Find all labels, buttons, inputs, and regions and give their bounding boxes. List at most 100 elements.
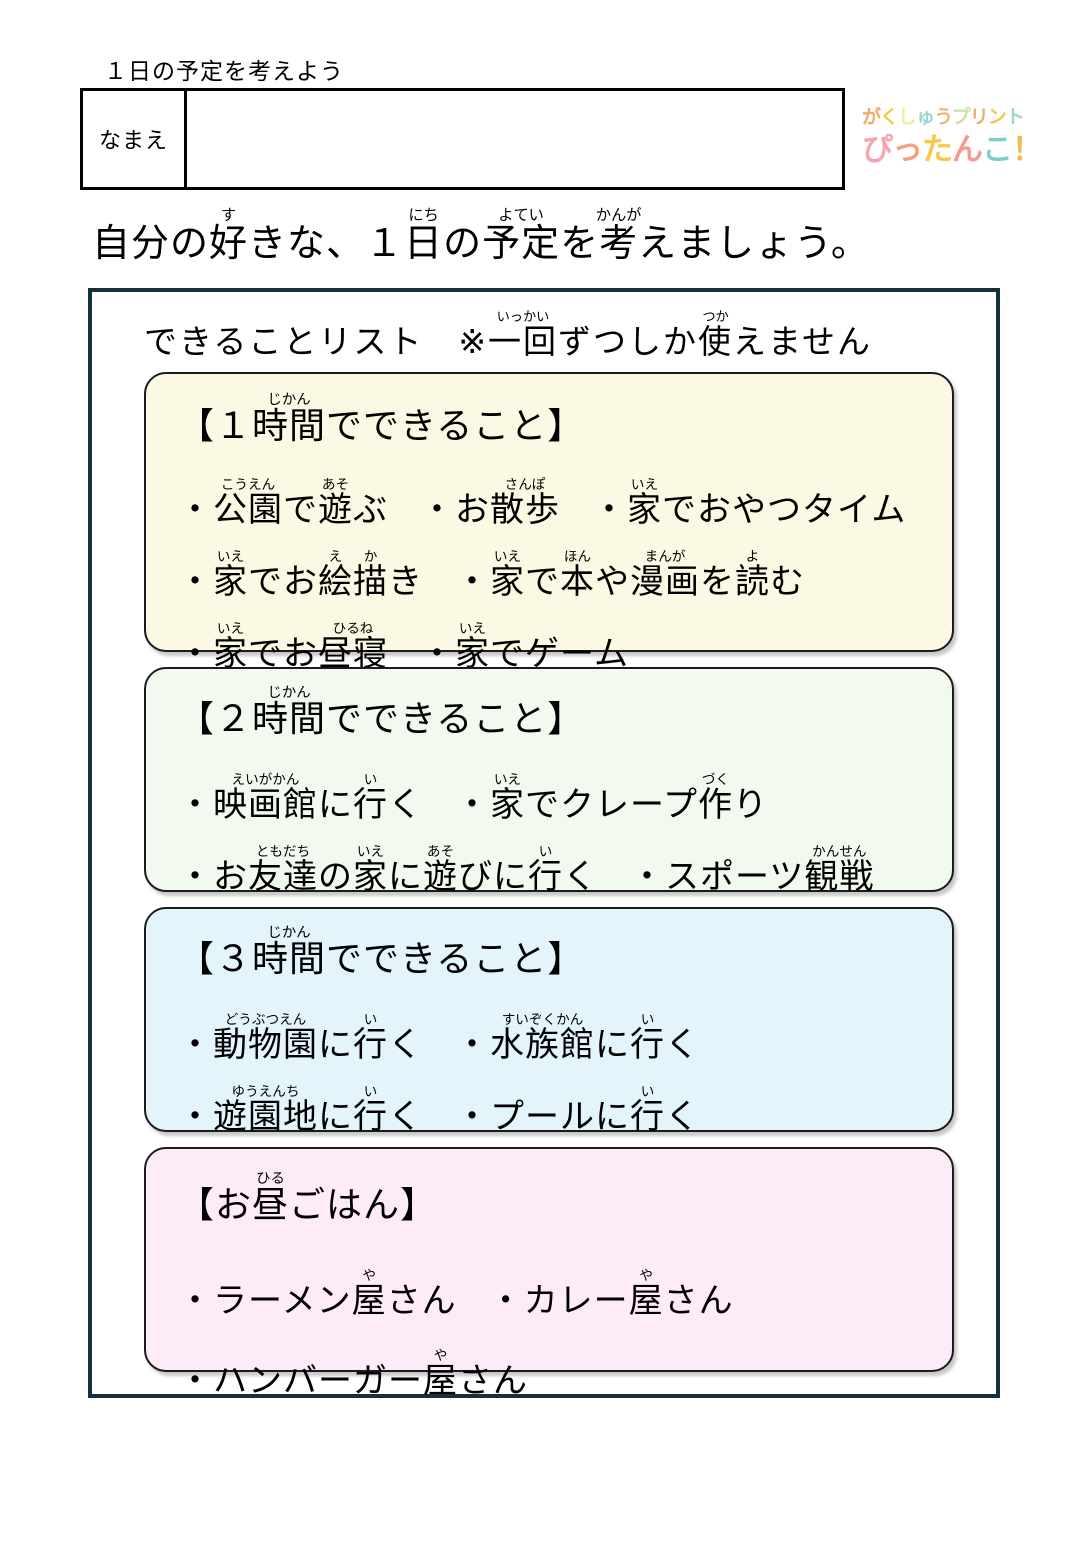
ruby-base: 行: [353, 1025, 388, 1065]
bullet-mark: ・: [178, 1281, 213, 1321]
name-input-area[interactable]: [187, 91, 842, 187]
brand-logo: がくしゅうプリント ぴったんこ！: [862, 104, 1043, 176]
activity-line: ・家いえでお絵え描かき・家いえで本ほんや漫画まんがを読よむ: [178, 549, 952, 603]
ruby-base: 家: [213, 562, 248, 602]
bullet-mark: ・: [420, 490, 455, 530]
activity-segment: 作づく: [698, 773, 733, 825]
activity-item[interactable]: ・お友達ともだちの家いえに遊あそびに行いく: [178, 845, 598, 897]
activity-segment: 水族館すいぞくかん: [490, 1013, 595, 1065]
bullet-mark: ・: [630, 857, 665, 897]
activity-segment: 友達ともだち: [248, 845, 318, 897]
furigana: いえ: [213, 549, 248, 565]
activity-segment: で: [525, 562, 560, 602]
furigana: いえ: [490, 772, 525, 788]
furigana: どうぶつえん: [213, 1012, 318, 1028]
logo-char: ゅ: [916, 106, 935, 128]
activity-item[interactable]: ・水族館すいぞくかんに行いく: [455, 1013, 700, 1065]
activity-item[interactable]: ・家いえでクレープ作づくり: [455, 773, 768, 825]
activity-segment: スポーツ: [665, 857, 805, 897]
ruby-base: 行: [353, 785, 388, 825]
furigana: あそ: [318, 477, 353, 493]
activity-item[interactable]: ・プールに行いく: [455, 1085, 700, 1137]
activity-item[interactable]: ・スポーツ観戦かんせん: [630, 845, 875, 897]
furigana: や: [423, 1348, 458, 1364]
activity-item[interactable]: ・お散歩さんぽ: [420, 478, 560, 530]
activity-segment: 屋や: [352, 1269, 387, 1321]
category-heading-2hour: 【２時間じかんでできること】: [178, 685, 952, 742]
activity-item[interactable]: ・動物園どうぶつえんに行いく: [178, 1013, 423, 1065]
activity-item[interactable]: ・家いえでお絵え描かき: [178, 550, 423, 602]
activity-item[interactable]: ・ラーメン屋やさん: [178, 1269, 457, 1321]
ruby-base: 遊: [423, 857, 458, 897]
furigana: じかん: [252, 392, 327, 408]
activity-segment: 行い: [353, 773, 388, 825]
ruby-base: 家: [353, 857, 388, 897]
activity-item[interactable]: ・公園こうえんで遊あそぶ: [178, 478, 388, 530]
furigana: よてい: [482, 206, 561, 224]
logo-char: っ: [892, 132, 923, 168]
ruby-base: 予定: [482, 221, 561, 265]
logo-char: プ: [951, 106, 971, 128]
name-entry-box: なまえ: [80, 88, 845, 190]
activity-segment: 絵え: [318, 550, 353, 602]
instruction-segment: 考かんが: [596, 207, 642, 265]
activity-segment: 家いえ: [353, 845, 388, 897]
furigana: ゆうえんち: [213, 1084, 318, 1100]
ruby-base: 使: [698, 322, 733, 361]
heading-text: 【２: [178, 699, 253, 740]
activity-segment: 行い: [353, 1085, 388, 1137]
ruby-base: 昼: [252, 1185, 290, 1226]
bullet-mark: ・: [455, 1025, 490, 1065]
category-heading-3hour: 【３時間じかんでできること】: [178, 925, 952, 982]
activity-segment: さん: [663, 1281, 734, 1321]
ruby-base: 公園: [213, 490, 283, 530]
activity-item[interactable]: ・映画館えいがかんに行いく: [178, 773, 423, 825]
instruction-segment: えましょう。: [638, 221, 870, 265]
ruby-base: 描: [353, 562, 388, 602]
activity-segment: や: [595, 562, 630, 602]
activity-segment: さん: [458, 1361, 528, 1401]
logo-char: ！: [1012, 132, 1043, 168]
activity-segment: く: [563, 857, 598, 897]
activity-segment: 遊あそ: [423, 845, 458, 897]
ruby-base: 時間: [252, 699, 327, 740]
furigana: す: [209, 206, 249, 224]
category-box-1hour: 【１時間じかんでできること】・公園こうえんで遊あそぶ・お散歩さんぽ・家いえでおや…: [144, 372, 954, 674]
activity-item[interactable]: ・遊園地ゆうえんちに行いく: [178, 1085, 423, 1137]
activity-segment: でお: [248, 562, 318, 602]
activity-segment: 読よ: [735, 550, 770, 602]
activity-segment: 家いえ: [490, 773, 525, 825]
furigana: えいがかん: [213, 772, 318, 788]
activity-segment: 行い: [630, 1085, 665, 1137]
furigana: ほん: [560, 549, 595, 565]
bullet-mark: ・: [488, 1281, 524, 1321]
bullet-mark: ・: [178, 1025, 213, 1065]
furigana: い: [353, 1084, 388, 1100]
heading-text: 【３: [178, 939, 253, 980]
activity-item[interactable]: ・家いえでおやつタイム: [592, 478, 906, 530]
activity-segment: 動物園どうぶつえん: [213, 1013, 318, 1065]
activity-segment: 公園こうえん: [213, 478, 283, 530]
ruby-base: 漫画: [630, 562, 700, 602]
activity-segment: き: [388, 562, 423, 602]
furigana: いえ: [490, 549, 525, 565]
furigana: あそ: [423, 844, 458, 860]
activity-segment: の: [318, 857, 353, 897]
heading-text: でできること】: [326, 939, 585, 980]
furigana: かんせん: [804, 844, 875, 860]
activity-item[interactable]: ・カレー屋やさん: [488, 1269, 734, 1321]
furigana: ともだち: [248, 844, 318, 860]
logo-line-1: がくしゅうプリント: [862, 104, 1025, 130]
furigana: い: [630, 1012, 665, 1028]
activity-line: ・ハンバーガー屋やさん: [178, 1348, 952, 1402]
furigana: いえ: [213, 621, 248, 637]
furigana: づく: [697, 772, 733, 788]
ruby-base: 観戦: [804, 857, 875, 897]
furigana: ひる: [252, 1171, 290, 1187]
name-label: なまえ: [83, 91, 187, 187]
furigana: いえ: [353, 844, 388, 860]
bullet-mark: ・: [178, 1097, 213, 1137]
activity-segment: に: [595, 1025, 630, 1065]
activity-item[interactable]: ・ハンバーガー屋やさん: [178, 1349, 528, 1401]
activity-item[interactable]: ・家いえで本ほんや漫画まんがを読よむ: [455, 550, 805, 602]
